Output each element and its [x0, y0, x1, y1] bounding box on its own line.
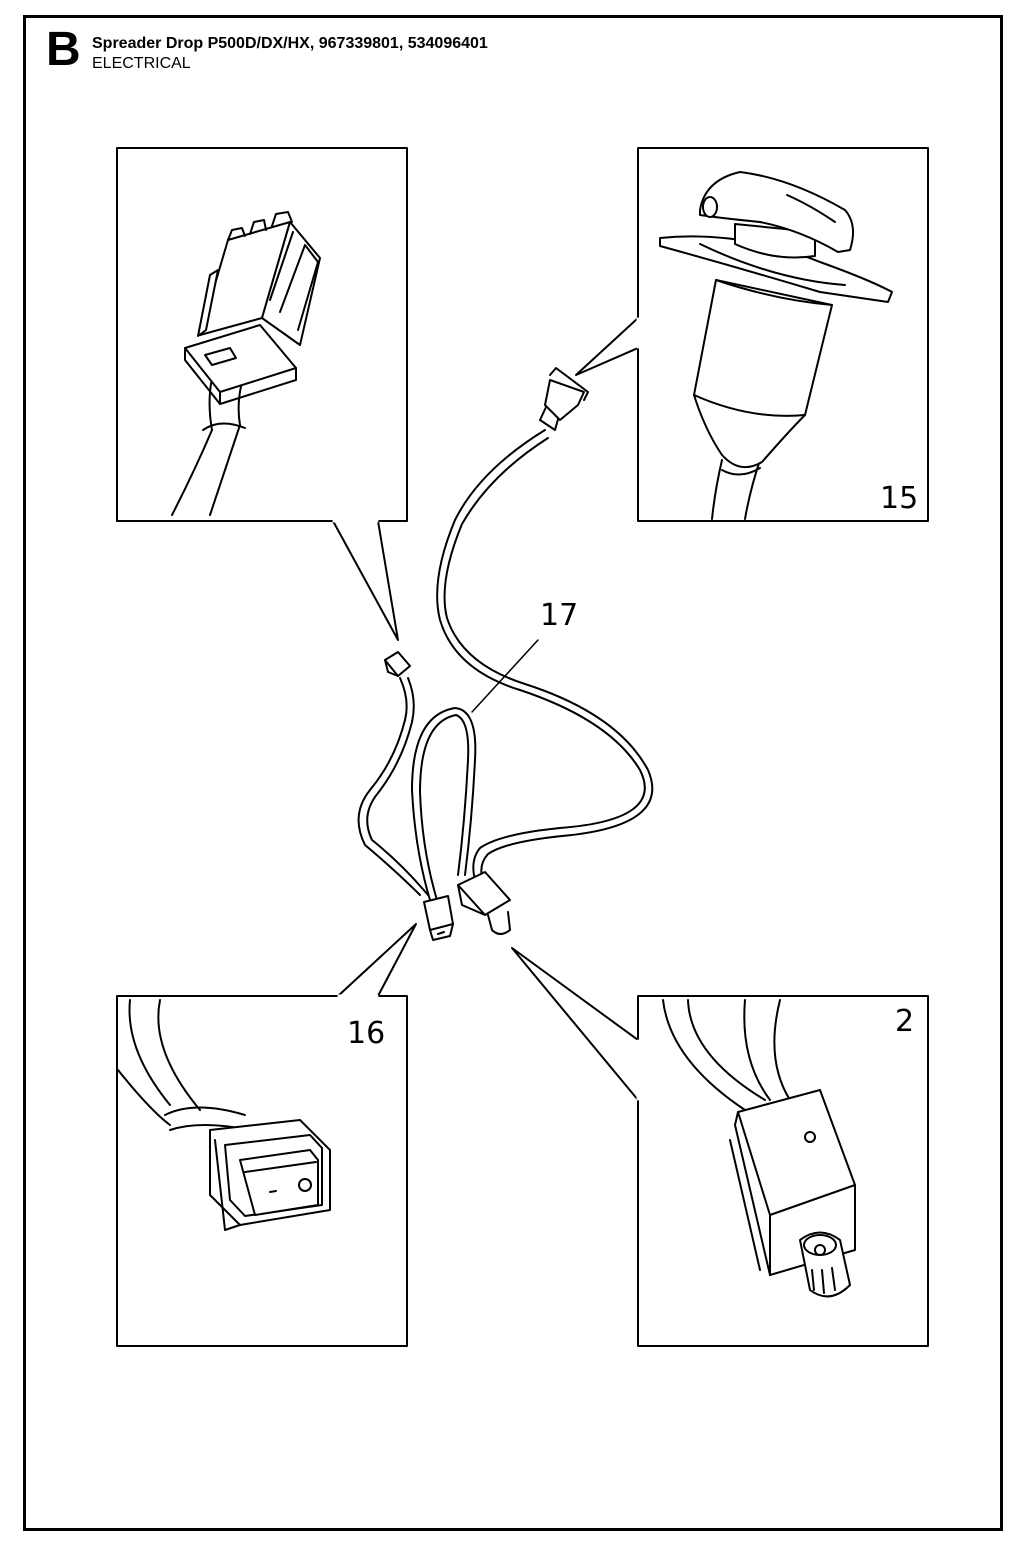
wiring-harness [357, 367, 654, 941]
page-subtitle: ELECTRICAL [92, 55, 191, 72]
section-letter: B [46, 23, 81, 76]
callout-16: 16 [347, 1016, 385, 1051]
page-frame [23, 15, 1003, 1531]
detail-potentiometer [511, 947, 929, 1347]
detail-switch-knob [575, 147, 929, 522]
detail-connector [116, 147, 408, 641]
callout-17: 17 [540, 598, 578, 633]
callout-2: 2 [895, 1004, 914, 1039]
page-title: Spreader Drop P500D/DX/HX, 967339801, 53… [92, 35, 488, 52]
detail-rocker-switch [116, 923, 417, 1347]
callout-15: 15 [880, 481, 918, 516]
